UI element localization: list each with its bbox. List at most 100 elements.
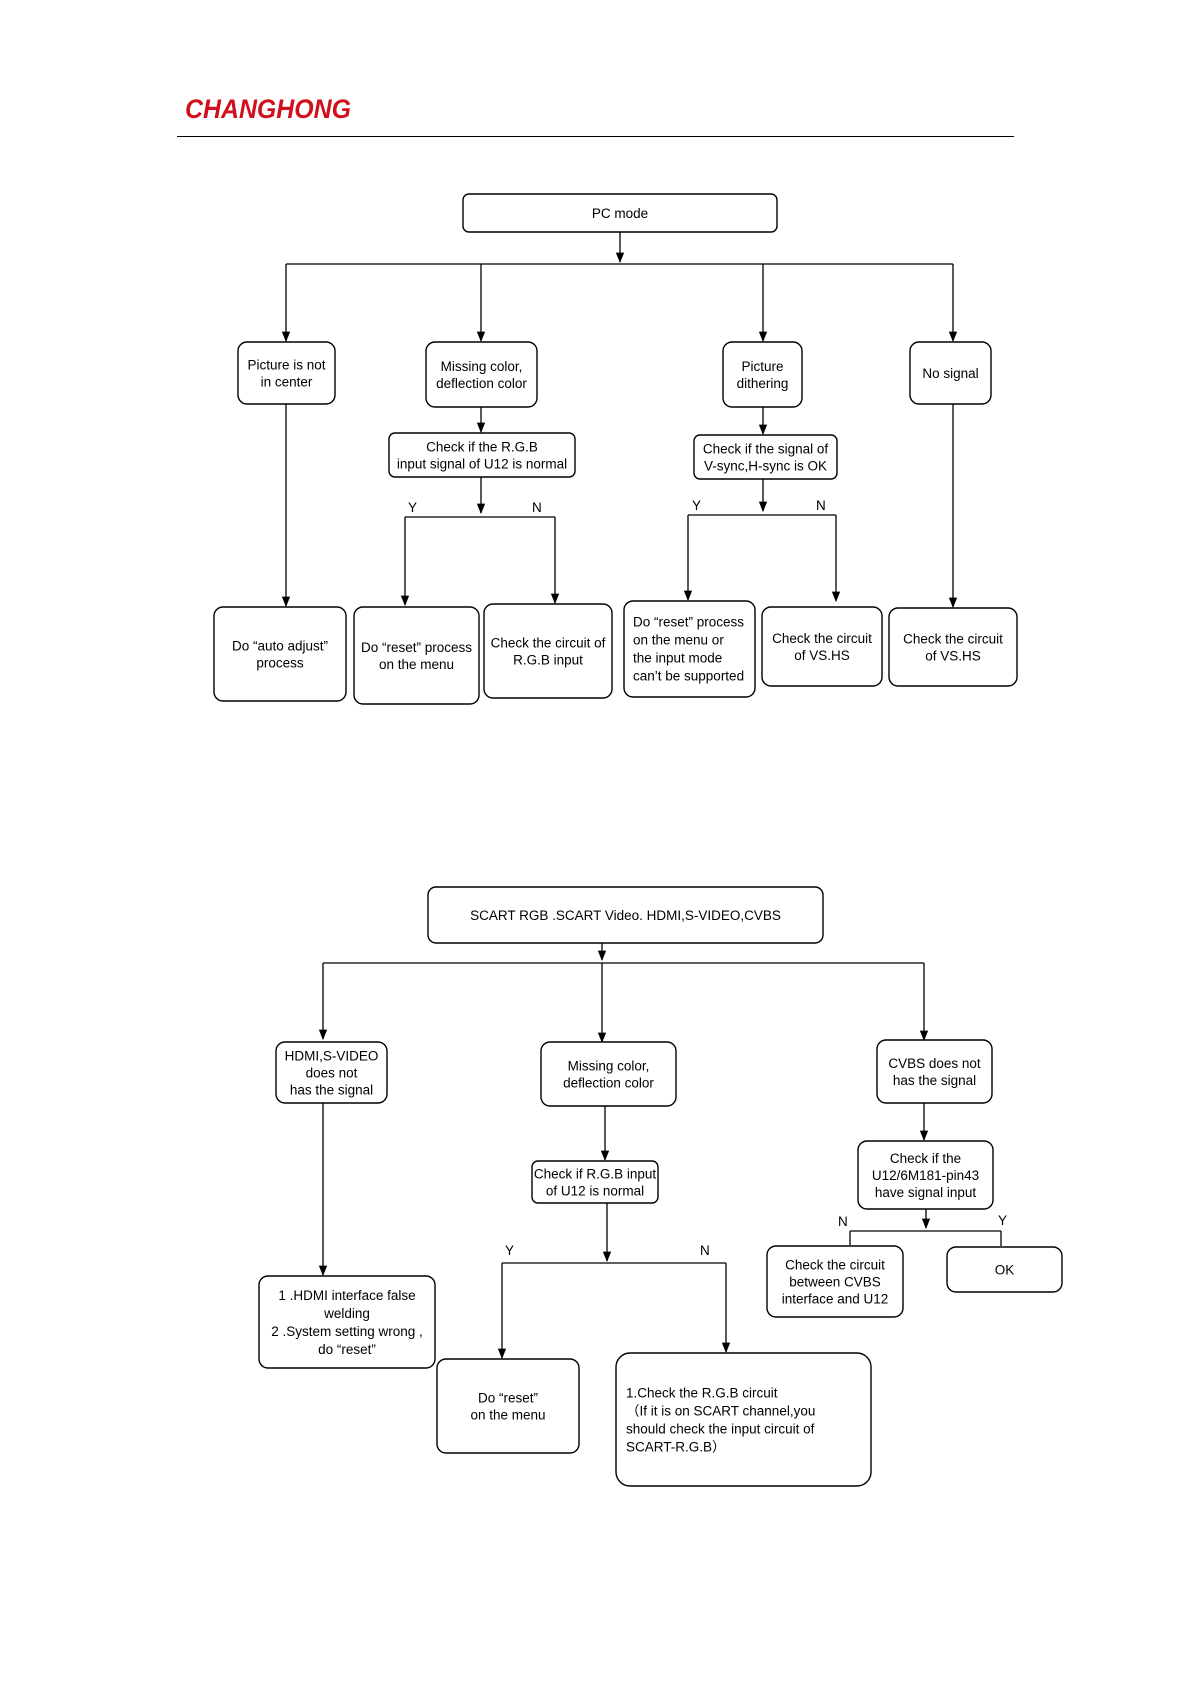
scart-check-rgb-u12-text-line: of U12 is normal <box>546 1183 644 1198</box>
pc-check-vsync-hsync: Check if the signal of V-sync,H-sync is O… <box>693 434 838 480</box>
scart-hdmi-causes-box <box>258 1275 436 1369</box>
pc-picture-dithering-box <box>722 341 803 408</box>
scart-hdmi-no-signal-text-line: HDMI,S-VIDEO <box>285 1048 379 1063</box>
scart-hdmi-causes-text-line: 1 .HDMI interface false <box>278 1288 415 1303</box>
scart-check-rgb-circuit-text-line: SCART-R.G.B） <box>626 1439 726 1454</box>
scart-cvbs-no-signal-text-line: CVBS does not <box>888 1056 981 1071</box>
pc-picture-not-center-text-line: in center <box>261 374 313 389</box>
scart-hdmi-causes-text-line: welding <box>323 1306 370 1321</box>
pc-reset-or-unsupported: Do “reset” process on the menu or the inpu… <box>623 600 756 698</box>
scart-check-pin43-box <box>857 1140 994 1210</box>
pc-check-vshs-a-box <box>761 606 883 687</box>
scart-check-rgb-circuit-box <box>615 1352 872 1487</box>
pc-check-vshs-a-text-line: Check the circuit <box>772 631 872 646</box>
scart-root-box <box>427 886 824 944</box>
flow-connectors <box>281 232 1002 1360</box>
pc-mode-root-text-line: PC mode <box>592 206 648 221</box>
scart-missing-color-box <box>540 1041 677 1107</box>
pc-check-vsync-hsync-text-line: V-sync,H-sync is OK <box>704 458 827 473</box>
pc-picture-dithering-text-line: dithering <box>737 376 789 391</box>
pc-missing-color-text-line: deflection color <box>436 376 527 391</box>
scart-hdmi-no-signal-box <box>275 1041 388 1104</box>
scart-hdmi-causes-text-line: 2 .System setting wrong , <box>271 1324 423 1339</box>
scart-check-rgb-u12-box <box>531 1160 659 1204</box>
pc-mode-root: PC mode <box>462 193 778 233</box>
pc-rgb-no-label: N <box>532 500 542 515</box>
scart-ok-text-line: OK <box>995 1262 1015 1277</box>
pc-missing-color-box <box>425 341 538 408</box>
scart-check-pin43-text-line: U12/6M181-pin43 <box>872 1168 979 1183</box>
scart-ok: OK <box>946 1246 1063 1293</box>
pc-check-vshs-a: Check the circuit of VS.HS <box>761 606 883 687</box>
pc-rgb-yes-label: Y <box>408 500 417 515</box>
pc-sync-no-label: N <box>816 498 826 513</box>
pc-check-vshs-b-text-line: Check the circuit <box>903 631 1003 646</box>
scart-hdmi-no-signal-text-line: does not <box>306 1065 358 1080</box>
scart-hdmi-no-signal-text-line: has the signal <box>290 1082 373 1097</box>
scart-reset-menu: Do “reset” on the menu <box>436 1358 580 1454</box>
pc-no-signal-text-line: No signal <box>922 366 978 381</box>
pc-no-signal-box <box>909 341 992 405</box>
pc-picture-not-center-box <box>237 341 336 405</box>
pc-auto-adjust: Do “auto adjust” process <box>213 606 347 702</box>
pc-picture-not-center-text-line: Picture is not <box>247 357 325 372</box>
pc-auto-adjust-text-line: Do “auto adjust” <box>232 638 328 653</box>
pc-reset-or-unsupported-text-line: can’t be supported <box>633 669 744 684</box>
scart-check-rgb-u12-text-line: Check if R.G.B input <box>534 1166 657 1181</box>
pc-check-vshs-b: Check the circuit of VS.HS <box>888 607 1018 687</box>
pc-check-rgb-u12: Check if the R.G.B input signal of U12 is… <box>388 432 576 478</box>
pc-check-vshs-a-text-line: of VS.HS <box>794 648 850 663</box>
pc-reset-or-unsupported-text-line: on the menu or <box>633 633 724 648</box>
scart-cvbs-no-signal-box <box>876 1039 993 1104</box>
pc-reset-or-unsupported-text-line: Do “reset” process <box>633 615 744 630</box>
pc-missing-color: Missing color,deflection color <box>425 341 538 408</box>
pc-auto-adjust-text-line: process <box>256 655 304 670</box>
pc-check-vshs-b-box <box>888 607 1018 687</box>
pc-check-rgb-input-circuit-box <box>483 603 613 699</box>
scart-check-rgb-u12: Check if R.G.B input of U12 is normal <box>531 1160 659 1204</box>
pc-mode-root-box <box>462 193 778 233</box>
scart-check-cvbs-circuit-text-line: interface and U12 <box>782 1291 889 1306</box>
pc-check-rgb-u12-text-line: Check if the R.G.B <box>426 439 538 454</box>
scart-check-rgb-circuit-text-line: （If it is on SCART channel,you <box>626 1403 815 1418</box>
scart-check-rgb-circuit-text-line: 1.Check the R.G.B circuit <box>626 1385 778 1400</box>
pc-sync-yes-label: Y <box>692 498 701 513</box>
pc-check-rgb-input-circuit: Check the circuit ofR.G.B input <box>483 603 613 699</box>
scart-check-cvbs-circuit-text-line: Check the circuit <box>785 1257 885 1272</box>
scart-check-pin43-text-line: have signal input <box>875 1185 977 1200</box>
pc-reset-or-unsupported-text-line: the input mode <box>633 651 722 666</box>
scart-check-cvbs-circuit-box <box>766 1245 904 1318</box>
pc-check-rgb-u12-box <box>388 432 576 478</box>
pc-reset-process-menu-box <box>353 606 480 705</box>
pc-picture-not-center: Picture is not in center <box>237 341 336 405</box>
pc-check-rgb-u12-text-line: input signal of U12 is normal <box>397 456 567 471</box>
scart-root: SCART RGB .SCART Video. HDMI,S-VIDEO,CVB… <box>427 886 824 944</box>
pc-no-signal: No signal <box>909 341 992 405</box>
scart-rgb-no-label: N <box>700 1243 710 1258</box>
scart-hdmi-causes-text-line: do “reset” <box>318 1342 376 1357</box>
scart-reset-menu-box <box>436 1358 580 1454</box>
scart-reset-menu-text-line: on the menu <box>470 1407 545 1422</box>
brand-logo-text: CHANGHONG <box>185 94 351 124</box>
pc-auto-adjust-box <box>213 606 347 702</box>
scart-pin43-no-label: N <box>838 1214 848 1229</box>
scart-cvbs-no-signal: CVBS does not has the signal <box>876 1039 993 1104</box>
scart-check-rgb-circuit-text-line: should check the input circuit of <box>626 1421 815 1436</box>
scart-ok-box <box>946 1246 1063 1293</box>
pc-check-vsync-hsync-text-line: Check if the signal of <box>703 441 829 456</box>
scart-missing-color-text-line: Missing color, <box>568 1058 650 1073</box>
pc-check-vshs-b-text-line: of VS.HS <box>925 648 981 663</box>
scart-missing-color: Missing color,deflection color <box>540 1041 677 1107</box>
pc-check-rgb-input-circuit-text-line: R.G.B input <box>513 652 583 667</box>
scart-check-rgb-circuit: 1.Check the R.G.B circuit （If it is on SC… <box>615 1352 872 1487</box>
scart-check-pin43-text-line: Check if the <box>890 1151 961 1166</box>
scart-reset-menu-text-line: Do “reset” <box>478 1390 538 1405</box>
scart-cvbs-no-signal-text-line: has the signal <box>893 1073 976 1088</box>
scart-pin43-yes-label: Y <box>998 1213 1007 1228</box>
